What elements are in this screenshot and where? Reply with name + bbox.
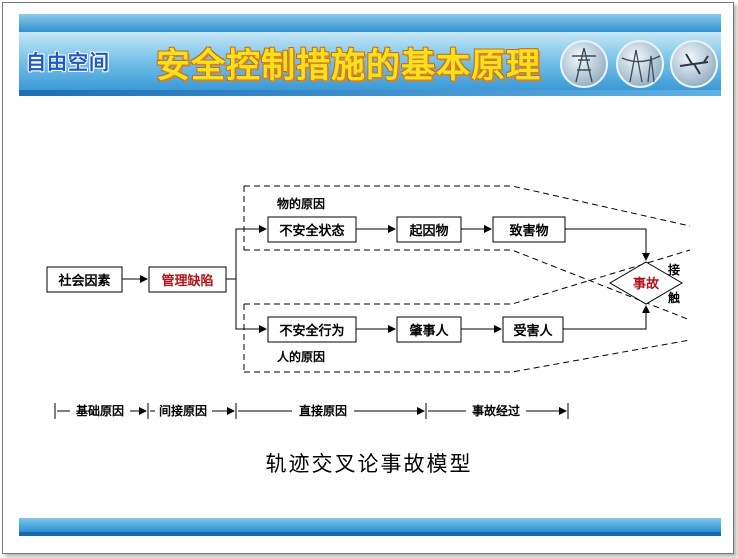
- power-tower-photo: [560, 40, 608, 88]
- social-factor-label: 社会因素: [57, 273, 110, 289]
- accident-label: 事故: [633, 276, 660, 292]
- object-cause-label: 物的原因: [277, 196, 325, 211]
- header-banner-top: [19, 14, 721, 32]
- unsafe-state-box: 不安全状态: [267, 216, 357, 243]
- unsafe-act-box: 不安全行为: [267, 316, 357, 343]
- phase-direct-cause: 直接原因: [299, 403, 347, 418]
- slide-title: 安全控制措施的基本原理: [156, 46, 541, 86]
- unsafe-act-label: 不安全行为: [279, 323, 344, 339]
- harm-object-label: 致害物: [509, 223, 548, 239]
- power-line-photo: [616, 40, 664, 88]
- footer-divider: [19, 532, 721, 536]
- harm-object-box: 致害物: [492, 216, 566, 243]
- diagram-caption: 轨迹交叉论事故模型: [265, 452, 473, 476]
- accident-diamond: 事故: [609, 261, 683, 305]
- header-divider: [19, 90, 721, 96]
- phase-timeline: [54, 403, 569, 419]
- footer-banner: [19, 518, 721, 532]
- phase-indirect-cause: 间接原因: [159, 403, 207, 418]
- victim-box: 受害人: [502, 316, 564, 343]
- logo: 自由空间: [26, 50, 110, 74]
- aircraft-photo: [670, 40, 718, 88]
- management-defect-box: 管理缺陷: [148, 266, 227, 293]
- human-cause-region: [243, 249, 691, 373]
- phase-accident-process: 事故经过: [472, 403, 520, 418]
- management-defect-label: 管理缺陷: [161, 273, 213, 289]
- object-cause-region: [243, 185, 691, 321]
- contact-label-1: 接: [668, 262, 680, 277]
- human-cause-label: 人的原因: [277, 349, 325, 364]
- victim-label: 受害人: [513, 323, 553, 339]
- flow-arrows: [122, 225, 650, 333]
- perpetrator-label: 肇事人: [408, 323, 449, 339]
- contact-label-2: 触: [668, 290, 680, 305]
- unsafe-state-label: 不安全状态: [279, 223, 344, 239]
- cause-object-label: 起因物: [408, 223, 448, 239]
- cause-object-box: 起因物: [396, 216, 462, 243]
- phase-basic-cause: 基础原因: [75, 403, 124, 418]
- social-factor-box: 社会因素: [46, 266, 123, 293]
- perpetrator-box: 肇事人: [396, 316, 462, 343]
